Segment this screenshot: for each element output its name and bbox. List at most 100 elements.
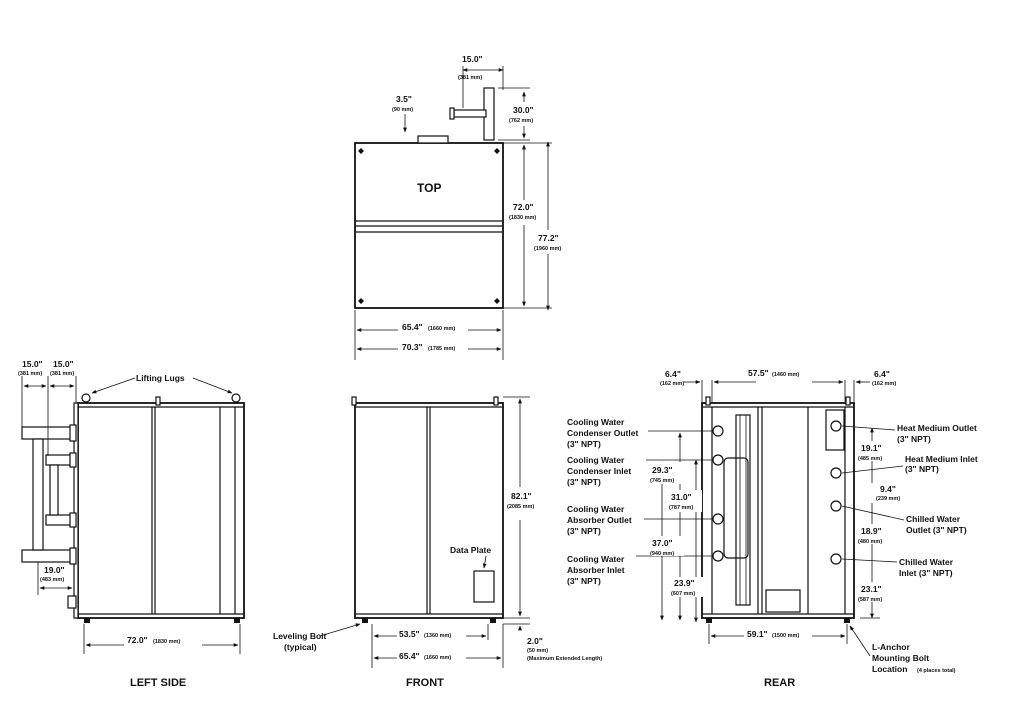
dim-label-mm: (787 mm): [669, 505, 693, 511]
dim-label: 72.0": [127, 635, 148, 645]
dim-label: 82.1": [511, 491, 532, 501]
top-title: TOP: [417, 181, 441, 195]
dim-label-mm: (745 mm): [650, 478, 674, 484]
nozzle-icon: [830, 500, 842, 512]
dim-label: 6.4": [665, 369, 681, 379]
dim-label-mm: (940 mm): [650, 551, 674, 557]
dim-label: 6.4": [874, 369, 890, 379]
cw-absorber-inlet-label: (3" NPT): [567, 576, 601, 586]
l-anchor-label: Mounting Bolt: [872, 653, 929, 663]
rear-outline: [701, 402, 855, 619]
rear-box: [765, 589, 801, 613]
corner-bolt-icon: [494, 298, 500, 304]
chilled-water-inlet-label: Chilled Water: [899, 557, 954, 567]
dim-label: 53.5": [399, 629, 420, 639]
dim-label-mm: (2085 mm): [507, 504, 534, 510]
dim-label: 59.1": [747, 629, 768, 639]
nozzle-icon: [712, 425, 724, 437]
leveling-bolt-sub: (typical): [284, 642, 317, 652]
corner-bolt-icon: [494, 148, 500, 154]
nozzle-icon: [830, 467, 842, 479]
front-outline: [354, 402, 504, 619]
dim-label-mm: (50 mm): [527, 648, 548, 654]
dim-label: 31.0": [671, 492, 692, 502]
cw-absorber-outlet-label: Cooling Water: [567, 504, 625, 514]
dim-label-mm: (162 mm): [660, 381, 684, 387]
left-side-view: Lifting Lugs 15.0" (381 mm) 15.0" (381 m…: [18, 359, 245, 689]
dim-label-mm: (1830 mm): [153, 639, 180, 645]
l-anchor-label: Location: [872, 664, 907, 674]
dim-label-mm: (1460 mm): [772, 372, 799, 378]
cw-condenser-outlet-label: Cooling Water: [567, 417, 625, 427]
dim-label-mm: (162 mm): [872, 381, 896, 387]
cw-absorber-inlet-label: Absorber Inlet: [567, 565, 625, 575]
dim-label: 18.9": [861, 526, 882, 536]
lifting-lugs-label: Lifting Lugs: [136, 373, 185, 383]
dim-label: 9.4": [880, 484, 896, 494]
lifting-lug-icon: [231, 393, 241, 403]
dim-label: 57.5": [748, 368, 769, 378]
rear-title: REAR: [764, 677, 795, 689]
nozzle-icon: [712, 513, 724, 525]
dim-label: 15.0": [22, 359, 43, 369]
dim-label-mm: (381 mm): [18, 371, 42, 377]
dim-label: 19.0": [44, 565, 65, 575]
dim-label-mm: (1500 mm): [772, 633, 799, 639]
nozzle-icon: [712, 550, 724, 562]
dim-label-mm: (607 mm): [671, 591, 695, 597]
corner-bolt-icon: [358, 298, 364, 304]
heat-medium-outlet-label: (3" NPT): [897, 434, 931, 444]
heat-medium-outlet-label: Heat Medium Outlet: [897, 423, 977, 433]
dim-label-mm: (485 mm): [858, 456, 882, 462]
cw-absorber-outlet-label: (3" NPT): [567, 526, 601, 536]
dim-label-mm: (480 mm): [858, 539, 882, 545]
leveling-bolt-label: Leveling Bolt: [273, 631, 327, 641]
dim-note: (Maximum Extended Length): [527, 656, 602, 662]
dim-label-mm: (90 mm): [392, 107, 413, 113]
l-anchor-label: L-Anchor: [872, 642, 910, 652]
left-side-title: LEFT SIDE: [130, 677, 186, 689]
cw-condenser-inlet-label: Condenser Inlet: [567, 466, 631, 476]
cw-condenser-inlet-label: (3" NPT): [567, 477, 601, 487]
chilled-water-outlet-label: Chilled Water: [906, 514, 961, 524]
top-flange: [417, 135, 449, 144]
dim-label: 15.0": [53, 359, 74, 369]
l-anchor-note: (4 places total): [917, 668, 956, 674]
dim-label-mm: (1785 mm): [428, 346, 455, 352]
left-side-outline: [77, 402, 245, 619]
heat-medium-inlet-label: Heat Medium Inlet: [905, 454, 978, 464]
cw-absorber-inlet-label: Cooling Water: [567, 554, 625, 564]
dim-label-mm: (587 mm): [858, 597, 882, 603]
dim-label: 65.4": [399, 651, 420, 661]
cw-condenser-outlet-label: (3" NPT): [567, 439, 601, 449]
chilled-water-outlet-label: Outlet (3" NPT): [906, 525, 967, 535]
dim-label: 37.0": [652, 538, 673, 548]
corner-bolt-icon: [358, 148, 364, 154]
nozzle-icon: [830, 420, 842, 432]
dim-label-mm: (381 mm): [50, 371, 74, 377]
data-plate: [473, 570, 495, 603]
data-plate-label: Data Plate: [450, 545, 491, 555]
cw-absorber-outlet-label: Absorber Outlet: [567, 515, 632, 525]
dim-label: 29.3": [652, 465, 673, 475]
dim-label-mm: (239 mm): [876, 496, 900, 502]
dim-label: 72.0": [513, 202, 534, 212]
dim-label: 19.1": [861, 443, 882, 453]
heat-medium-inlet-label: (3" NPT): [905, 464, 939, 474]
dim-label-mm: (483 mm): [40, 577, 64, 583]
dim-label-mm: (1660 mm): [428, 326, 455, 332]
chilled-water-inlet-label: Inlet (3" NPT): [899, 568, 953, 578]
dim-label: 15.0": [462, 54, 483, 64]
nozzle-icon: [712, 454, 724, 466]
dim-label: 70.3": [402, 342, 423, 352]
dim-label-mm: (1960 mm): [534, 246, 561, 252]
dim-label: 23.9": [674, 578, 695, 588]
dim-label-mm: (1660 mm): [424, 655, 451, 661]
top-view: TOP 15.0" (381 mm) 3.5" (90 mm) 30.0" (7…: [354, 54, 561, 360]
dim-label-mm: (1360 mm): [424, 633, 451, 639]
front-title: FRONT: [406, 677, 444, 689]
lifting-lug-icon: [81, 393, 91, 403]
dim-label: 23.1": [861, 584, 882, 594]
dim-label: 2.0": [527, 636, 543, 646]
